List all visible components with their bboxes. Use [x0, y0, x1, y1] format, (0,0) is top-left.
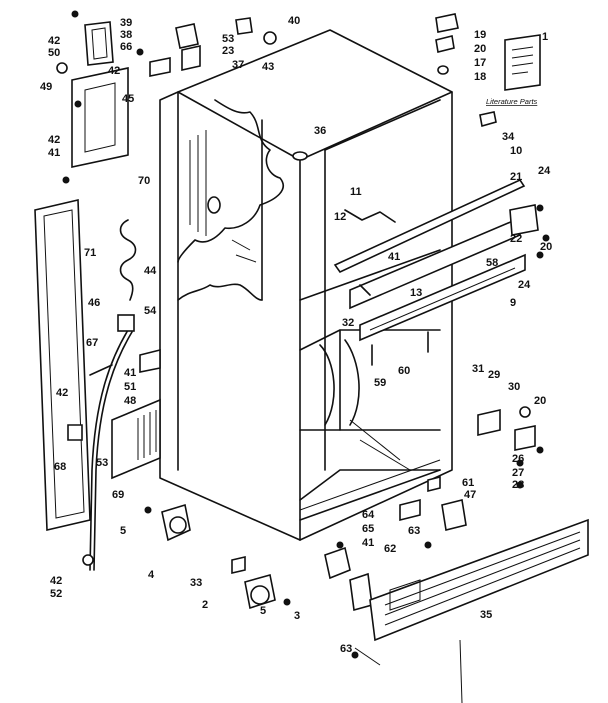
callout-c27: 27	[512, 467, 524, 479]
callout-c12: 12	[334, 211, 346, 223]
callout-c24a: 24	[538, 165, 551, 177]
literature-parts-label: Literature Parts	[486, 97, 538, 106]
callout-c19: 19	[474, 29, 486, 41]
callout-c42a: 42	[48, 35, 60, 47]
callout-c37: 37	[232, 59, 244, 71]
callout-c60: 60	[398, 365, 410, 377]
callout-c10: 10	[510, 145, 522, 157]
callout-c51: 51	[124, 381, 136, 393]
callout-c4: 4	[148, 569, 155, 581]
callout-c44: 44	[144, 265, 157, 277]
callout-c63a: 63	[408, 525, 420, 537]
callout-c20a: 20	[474, 43, 486, 55]
callout-c20b: 20	[540, 241, 552, 253]
callout-c67: 67	[86, 337, 98, 349]
callout-c20c: 20	[534, 395, 546, 407]
callout-c64: 64	[362, 509, 375, 521]
callout-c24b: 24	[518, 279, 531, 291]
callout-c1: 1	[542, 31, 548, 43]
callout-c40: 40	[288, 15, 300, 27]
callout-c49: 49	[40, 81, 52, 93]
callout-c41b: 41	[388, 251, 400, 263]
callout-c63b: 63	[340, 643, 352, 655]
callout-c17: 17	[474, 57, 486, 69]
callout-c65: 65	[362, 523, 374, 535]
rear-channel-parts	[34, 10, 277, 571]
callout-c39: 39	[120, 17, 132, 29]
callout-c35: 35	[480, 609, 492, 621]
callout-c2: 2	[202, 599, 208, 611]
callout-c5a: 5	[120, 525, 126, 537]
callout-c42b: 42	[108, 65, 120, 77]
bottom-parts	[82, 475, 589, 703]
callout-c9: 9	[510, 297, 516, 309]
callout-c22: 22	[510, 233, 522, 245]
callout-c42e: 42	[50, 575, 62, 587]
callout-c21: 21	[510, 171, 522, 183]
callout-c47: 47	[464, 489, 476, 501]
callout-c23: 23	[222, 45, 234, 57]
callout-c42c: 42	[48, 134, 60, 146]
callout-c62: 62	[384, 543, 396, 555]
callout-c26: 26	[512, 453, 524, 465]
callout-c29: 29	[488, 369, 500, 381]
callout-c5b: 5	[260, 605, 266, 617]
refrigerator-cabinet	[159, 29, 453, 541]
callout-c50: 50	[48, 47, 60, 59]
callout-c18: 18	[474, 71, 486, 83]
callout-c3: 3	[294, 610, 300, 622]
callout-c30: 30	[508, 381, 520, 393]
callout-c54: 54	[144, 305, 157, 317]
callout-c41d: 41	[362, 537, 374, 549]
callout-c13: 13	[410, 287, 422, 299]
callout-c68: 68	[54, 461, 66, 473]
callout-c34: 34	[502, 131, 515, 143]
callout-c38: 38	[120, 29, 132, 41]
callout-c41c: 41	[124, 367, 136, 379]
callout-c43: 43	[262, 61, 274, 73]
callout-c33: 33	[190, 577, 202, 589]
callout-c53b: 53	[96, 457, 108, 469]
callout-c11: 11	[350, 186, 362, 198]
callout-c42d: 42	[56, 387, 68, 399]
callout-c70: 70	[138, 175, 150, 187]
right-side-parts	[333, 13, 550, 489]
callout-c36: 36	[314, 125, 326, 137]
callout-labels: 1234559101112131718192020202122232424262…	[40, 15, 552, 655]
callout-c71: 71	[84, 247, 96, 259]
callout-c52: 52	[50, 588, 62, 600]
callout-c58: 58	[486, 257, 498, 269]
callout-c46: 46	[88, 297, 100, 309]
callout-c32: 32	[342, 317, 354, 329]
callout-c69: 69	[112, 489, 124, 501]
callout-c48: 48	[124, 395, 136, 407]
callout-c45: 45	[122, 93, 134, 105]
callout-c31: 31	[472, 363, 484, 375]
callout-c41a: 41	[48, 147, 60, 159]
callout-c66: 66	[120, 41, 132, 53]
callout-c53a: 53	[222, 33, 234, 45]
callout-c28: 28	[512, 479, 524, 491]
callout-c59: 59	[374, 377, 386, 389]
callout-c61: 61	[462, 477, 474, 489]
